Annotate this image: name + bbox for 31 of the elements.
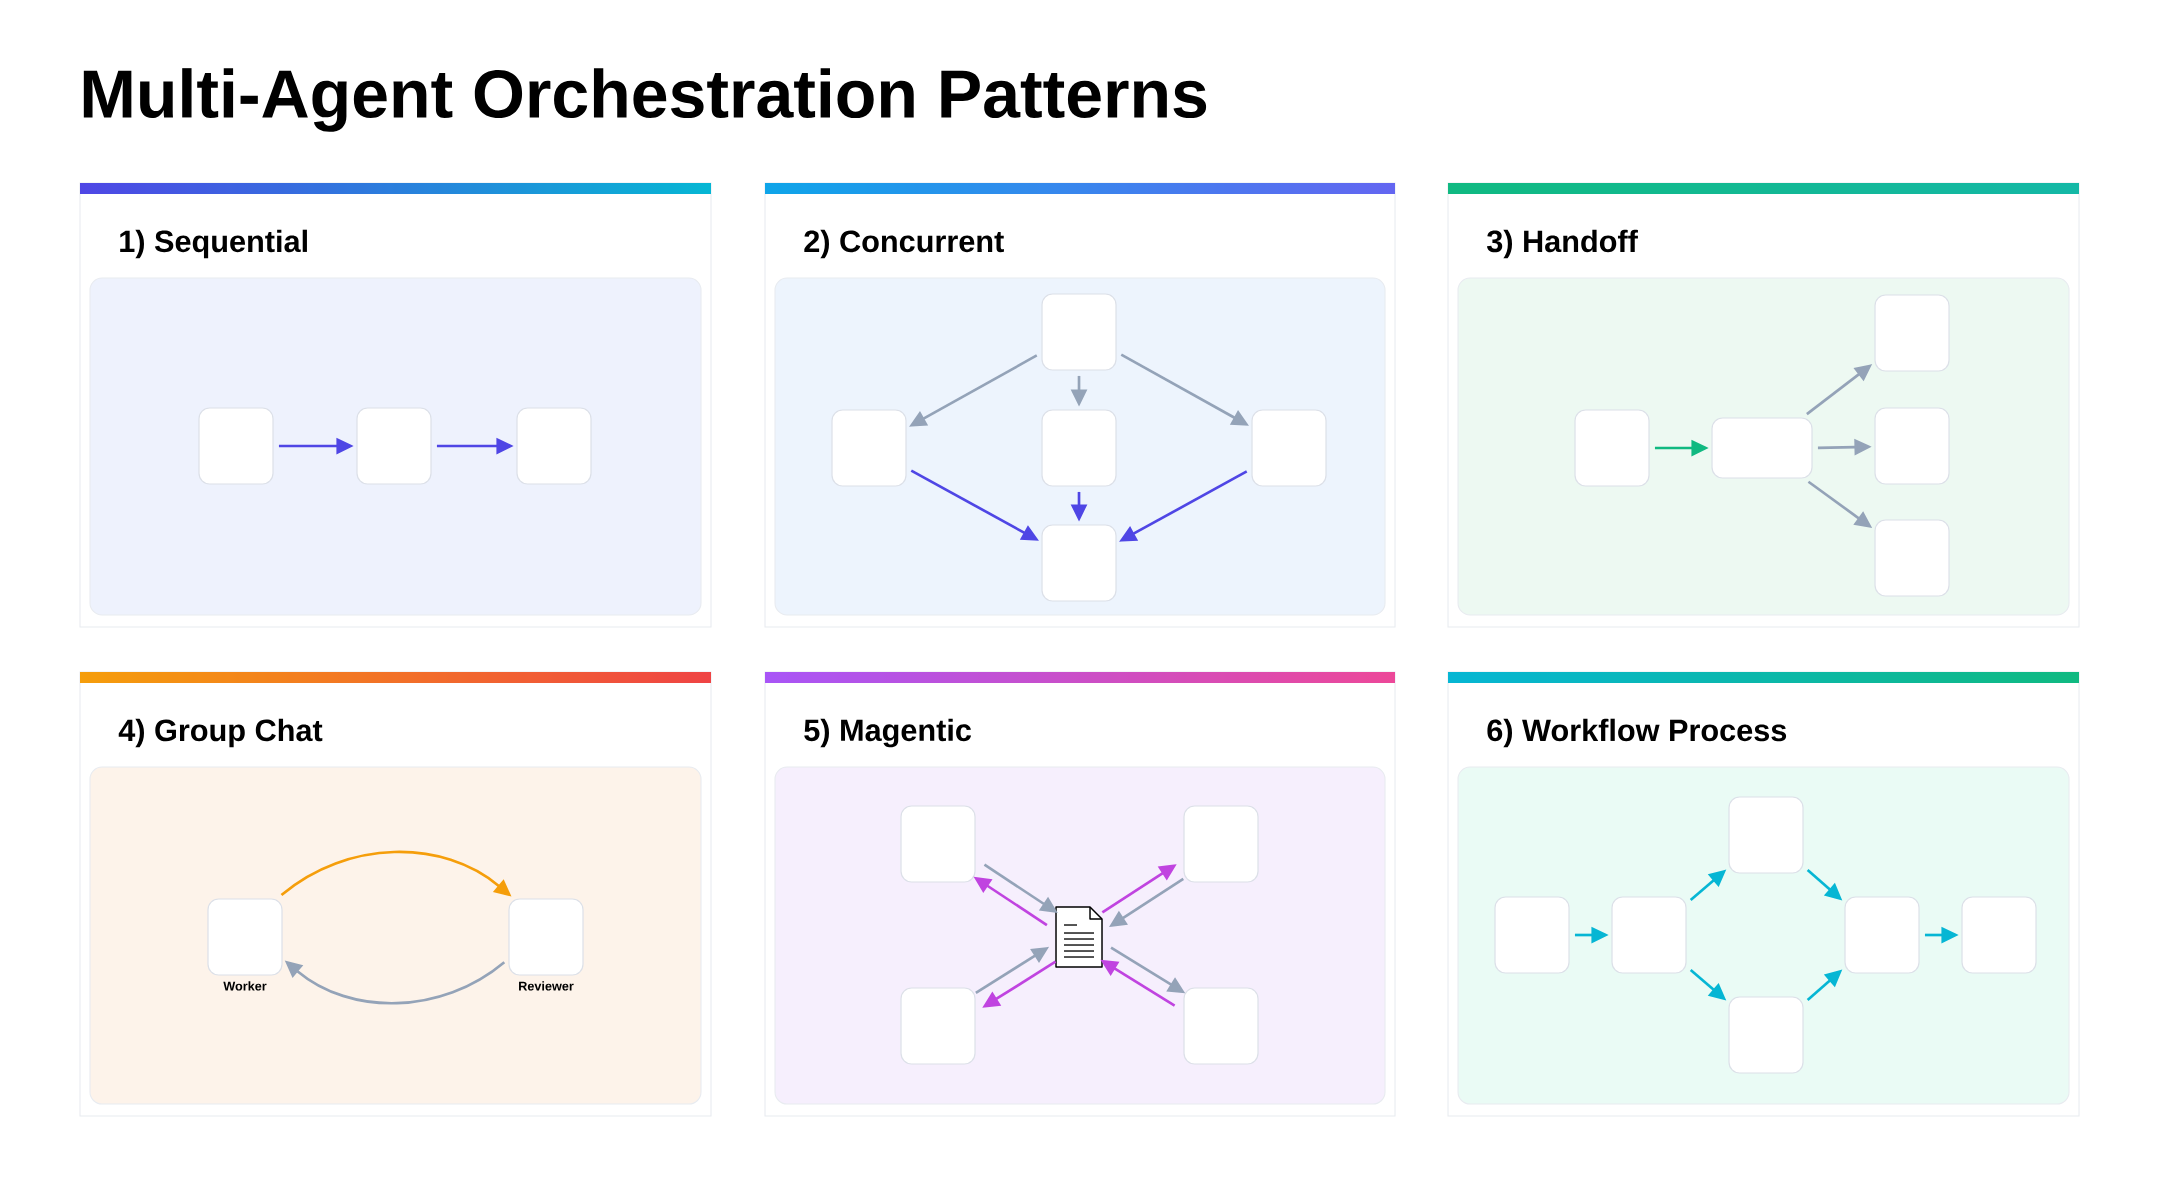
panel-card: 5) Magentic (764, 671, 1396, 1117)
agent-box (1611, 896, 1687, 974)
agent-box (1844, 896, 1920, 974)
agent-box (900, 805, 976, 883)
node-label: Reviewer (519, 981, 574, 991)
agent-box (1251, 409, 1327, 487)
agent-box (1183, 805, 1259, 883)
agent-box (1574, 409, 1650, 487)
agent-box: Worker (207, 898, 283, 991)
agent-box (1874, 407, 1950, 485)
agent-box (1961, 896, 2037, 974)
agent-box (516, 407, 592, 485)
agent-box (1728, 996, 1804, 1074)
agent-box (900, 987, 976, 1065)
agent-box (831, 409, 907, 487)
agent-box: Reviewer (508, 898, 584, 991)
page-title: Multi-Agent Orchestration Patterns (83, 68, 1207, 132)
panel-card: 1) Sequential (79, 182, 712, 628)
agent-box (1041, 409, 1117, 487)
node-label: Worker (223, 981, 267, 991)
agent-box (198, 407, 274, 485)
agent-box (1874, 294, 1950, 372)
agent-box (1711, 417, 1813, 479)
document-icon (1055, 906, 1103, 968)
agent-box (1183, 987, 1259, 1065)
agent-box (1041, 293, 1117, 371)
agent-box (1041, 524, 1117, 602)
agent-box (1494, 896, 1570, 974)
agent-box (1874, 519, 1950, 597)
agent-box (356, 407, 432, 485)
agent-box (1728, 796, 1804, 874)
